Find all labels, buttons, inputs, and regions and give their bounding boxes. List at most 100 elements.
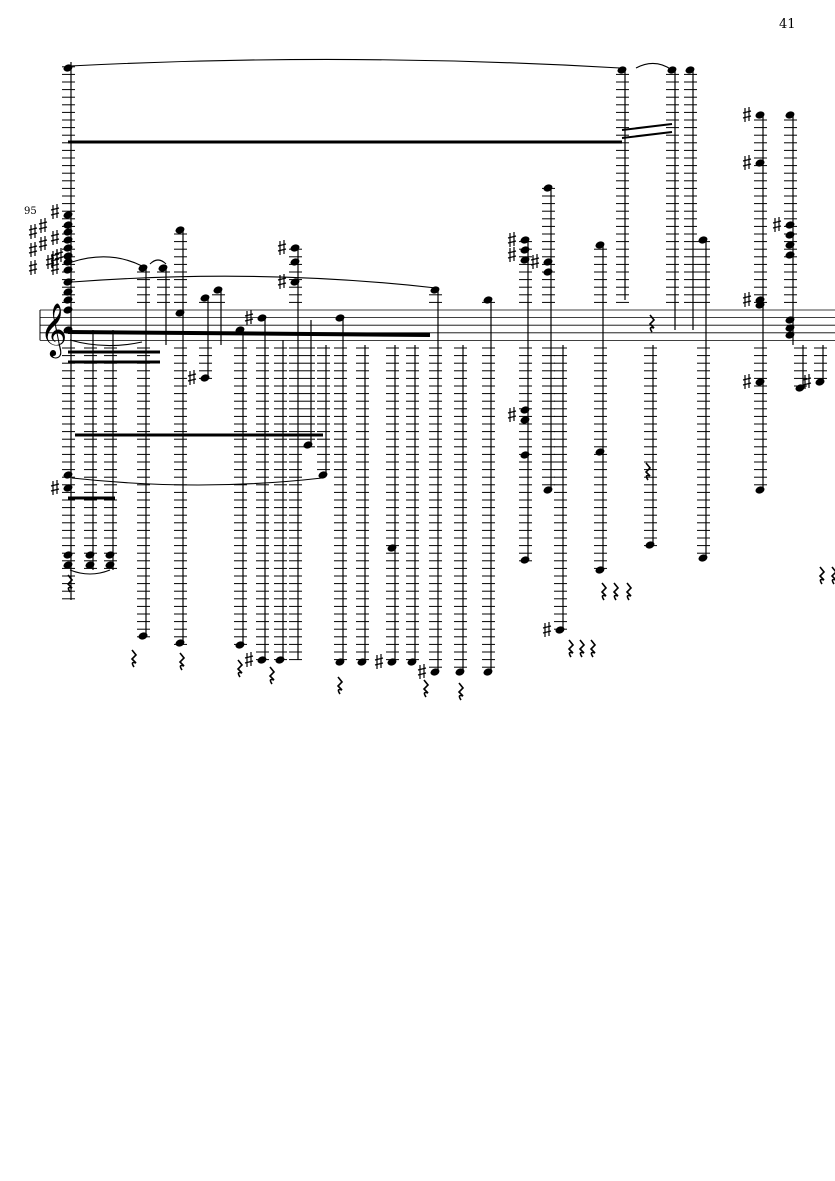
rest-icon [818, 566, 826, 585]
note-head [63, 278, 73, 286]
note-head [85, 561, 95, 569]
ledger-lines [62, 66, 827, 668]
sharp-icon [45, 254, 55, 269]
sharp-icon [742, 374, 752, 389]
slur [635, 62, 673, 71]
slur [69, 339, 143, 347]
sharp-icon [28, 242, 38, 257]
rest-icon [625, 582, 633, 601]
rest-icon [130, 649, 138, 668]
sharp-icon [374, 654, 384, 669]
note-head [785, 241, 795, 249]
rest-icon [830, 566, 835, 585]
slur [149, 259, 167, 265]
note-head [555, 626, 565, 634]
sharp-icon [742, 292, 752, 307]
slur [71, 477, 323, 486]
rest-icon [236, 659, 244, 678]
sharp-icon [542, 622, 552, 637]
note-head [617, 66, 627, 74]
measure-number: 95 [24, 206, 37, 217]
note-head [63, 288, 73, 296]
note-head [595, 241, 605, 249]
note-head [63, 64, 73, 72]
note-head [698, 554, 708, 562]
note-head [520, 416, 530, 424]
note-head [105, 561, 115, 569]
page-number: 41 [779, 17, 796, 32]
note-head [158, 264, 168, 272]
sharp-icon [802, 374, 812, 389]
note-head [645, 541, 655, 549]
note-head [257, 656, 267, 664]
note-head [785, 324, 795, 332]
note-head [63, 471, 73, 479]
rest-icon [178, 652, 186, 671]
note-head [235, 641, 245, 649]
note-head [63, 551, 73, 559]
note-head [755, 486, 765, 494]
note-head [63, 252, 73, 260]
note-head [785, 251, 795, 259]
note-head [63, 211, 73, 219]
slur [71, 275, 437, 289]
slur [69, 58, 621, 69]
sharp-icon [742, 107, 752, 122]
rest-icon [578, 639, 586, 658]
note-head [290, 258, 300, 266]
note-head [785, 316, 795, 324]
note-head [520, 451, 530, 459]
slur [69, 569, 111, 575]
note-head [213, 286, 223, 294]
note-head [200, 294, 210, 302]
note-head [290, 244, 300, 252]
rest-icon [66, 574, 74, 593]
rest-icon [600, 582, 608, 601]
sharp-icon [28, 224, 38, 239]
sharp-icon [50, 204, 60, 219]
sharp-icon [28, 260, 38, 275]
note-head [63, 258, 73, 266]
note-head [63, 306, 73, 314]
sharp-icon [50, 230, 60, 245]
beams-and-slurs [66, 58, 835, 701]
treble-clef-icon: 𝄞 [40, 302, 67, 358]
note-head [815, 378, 825, 386]
note-head [275, 656, 285, 664]
sharp-icon [507, 407, 517, 422]
note-head [85, 551, 95, 559]
note-head [520, 256, 530, 264]
rest-icon [336, 676, 344, 695]
note-head [483, 668, 493, 676]
note-head [483, 296, 493, 304]
sharp-icon [507, 232, 517, 247]
note-head [755, 111, 765, 119]
rest-icon [422, 679, 430, 698]
note-head [785, 231, 795, 239]
sharp-icon [507, 247, 517, 262]
note-head [785, 111, 795, 119]
note-head [335, 314, 345, 322]
beam [621, 131, 673, 139]
note-head [303, 441, 313, 449]
note-head [387, 544, 397, 552]
rest-icon [567, 639, 575, 658]
beam [621, 123, 673, 131]
note-head [455, 668, 465, 676]
note-head [755, 159, 765, 167]
note-head [785, 221, 795, 229]
sharp-icon [244, 310, 254, 325]
note-head [595, 448, 605, 456]
rest-icon [612, 582, 620, 601]
note-head [543, 268, 553, 276]
note-head [63, 236, 73, 244]
note-head [290, 278, 300, 286]
note-head [407, 658, 417, 666]
sharp-icon [530, 254, 540, 269]
beam [67, 330, 431, 337]
note-head [175, 639, 185, 647]
note-head [430, 668, 440, 676]
note-head [175, 226, 185, 234]
note-head [595, 566, 605, 574]
sharp-icon [244, 652, 254, 667]
